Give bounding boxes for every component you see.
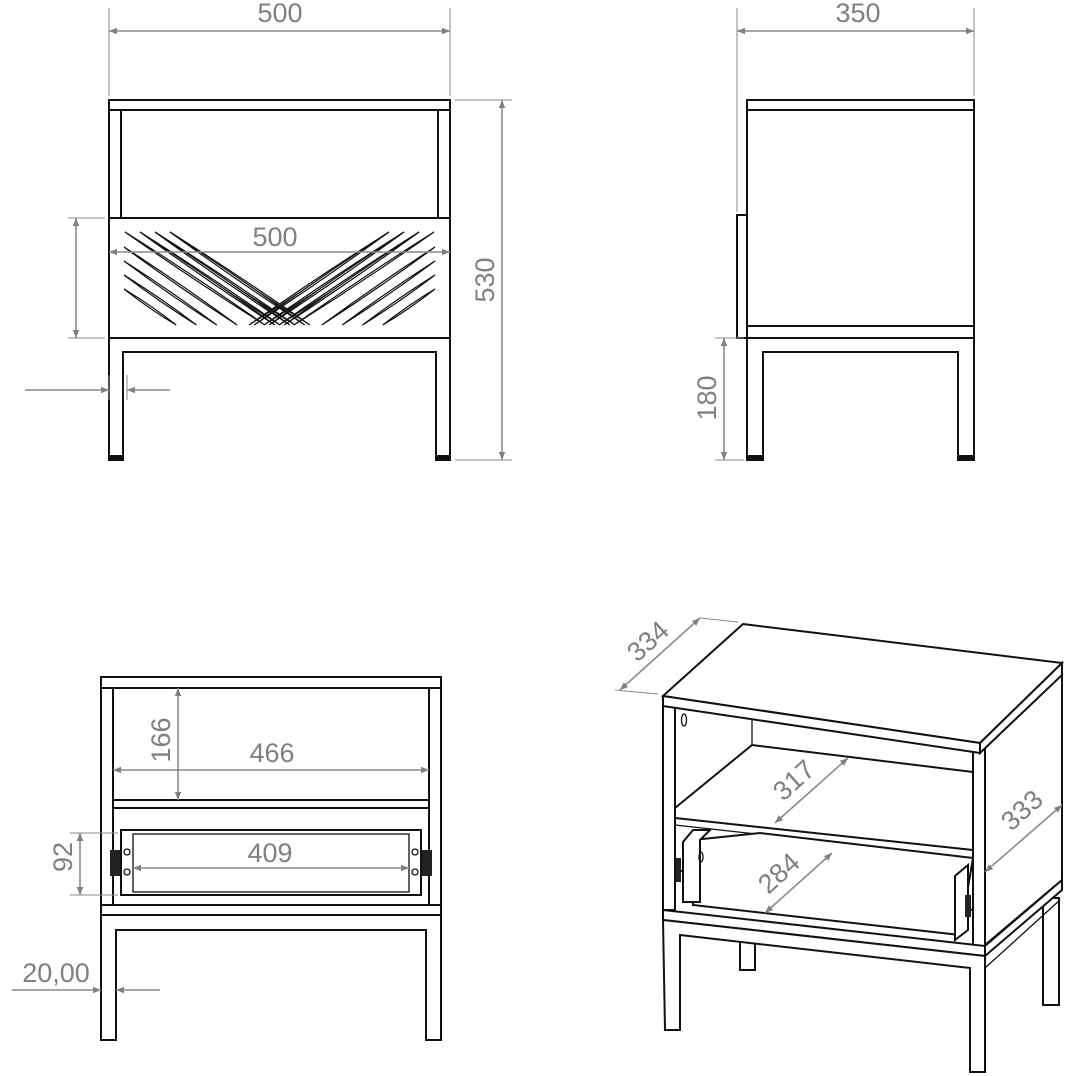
drawer-slat (268, 231, 405, 326)
side-view: 350 180 (692, 0, 975, 461)
drawer-slat (283, 231, 420, 326)
side-panel-left (108, 109, 122, 219)
drawer-slat (253, 231, 390, 326)
metal-frame (100, 914, 442, 1041)
isometric-view: 334 317 333 284 (614, 615, 1065, 1073)
drawer-side-right (954, 862, 969, 943)
dimension-leg-size-label: 20,00 (22, 958, 90, 988)
side-panel-right (437, 109, 451, 219)
drawer-slat (123, 274, 197, 326)
dimension-depth-label: 350 (835, 0, 880, 28)
drawer-runner-right (411, 848, 432, 876)
front-view: 500 500 530 (25, 0, 512, 461)
drawer-slat (154, 231, 291, 326)
dimension-top-depth-label: 334 (621, 615, 675, 667)
drawer-slat (341, 260, 436, 326)
drawer-box (120, 829, 422, 896)
foot-right (435, 455, 449, 461)
bottom-board (746, 325, 975, 339)
dimension-height-label: 530 (470, 257, 500, 302)
foot-left (110, 455, 124, 461)
side-panel (746, 109, 975, 327)
drawer-slat (123, 246, 238, 326)
metal-frame-front (661, 918, 986, 1073)
runner-right (965, 895, 971, 917)
drawer-slat (362, 274, 436, 326)
open-front-view: 166 466 92 409 20,00 (12, 676, 442, 1041)
drawer-slat (169, 231, 306, 326)
dimension-drawer-height-label: 92 (48, 842, 78, 872)
base-board (100, 904, 442, 916)
base-rail-side (984, 877, 1063, 959)
drawer-runner-left (110, 848, 131, 876)
dimension-width-label: 500 (257, 0, 302, 28)
drawer-slat (382, 288, 436, 326)
metal-frame (108, 337, 451, 461)
metal-frame (746, 337, 975, 461)
drawer-slat (123, 260, 218, 326)
shelf (112, 799, 430, 809)
drawer-side-left (682, 829, 713, 903)
drawer-slat (139, 231, 276, 326)
top-board-side-edge (979, 660, 1063, 756)
drawer-slat (293, 231, 435, 326)
side-panel-right-edge (972, 741, 986, 950)
dimension-drawer-width-label: 500 (252, 222, 297, 252)
dimension-inner-width-label: 466 (249, 738, 294, 768)
dimension-drawer-width-label: 409 (247, 838, 292, 868)
dimension-shelf-clearance-label: 166 (146, 717, 176, 762)
drawer-slat (123, 288, 177, 326)
top-board (746, 99, 975, 111)
drawer-slat (321, 246, 436, 326)
runner-left (675, 858, 681, 882)
drawer-slat-pattern (123, 231, 436, 326)
top-board (100, 676, 442, 689)
side-panel-left-edge (662, 704, 676, 911)
dimension-leg-height-label: 180 (692, 375, 722, 420)
top-board (108, 99, 451, 111)
leg-back-left (739, 939, 756, 971)
drawer-front-edge (736, 214, 748, 339)
